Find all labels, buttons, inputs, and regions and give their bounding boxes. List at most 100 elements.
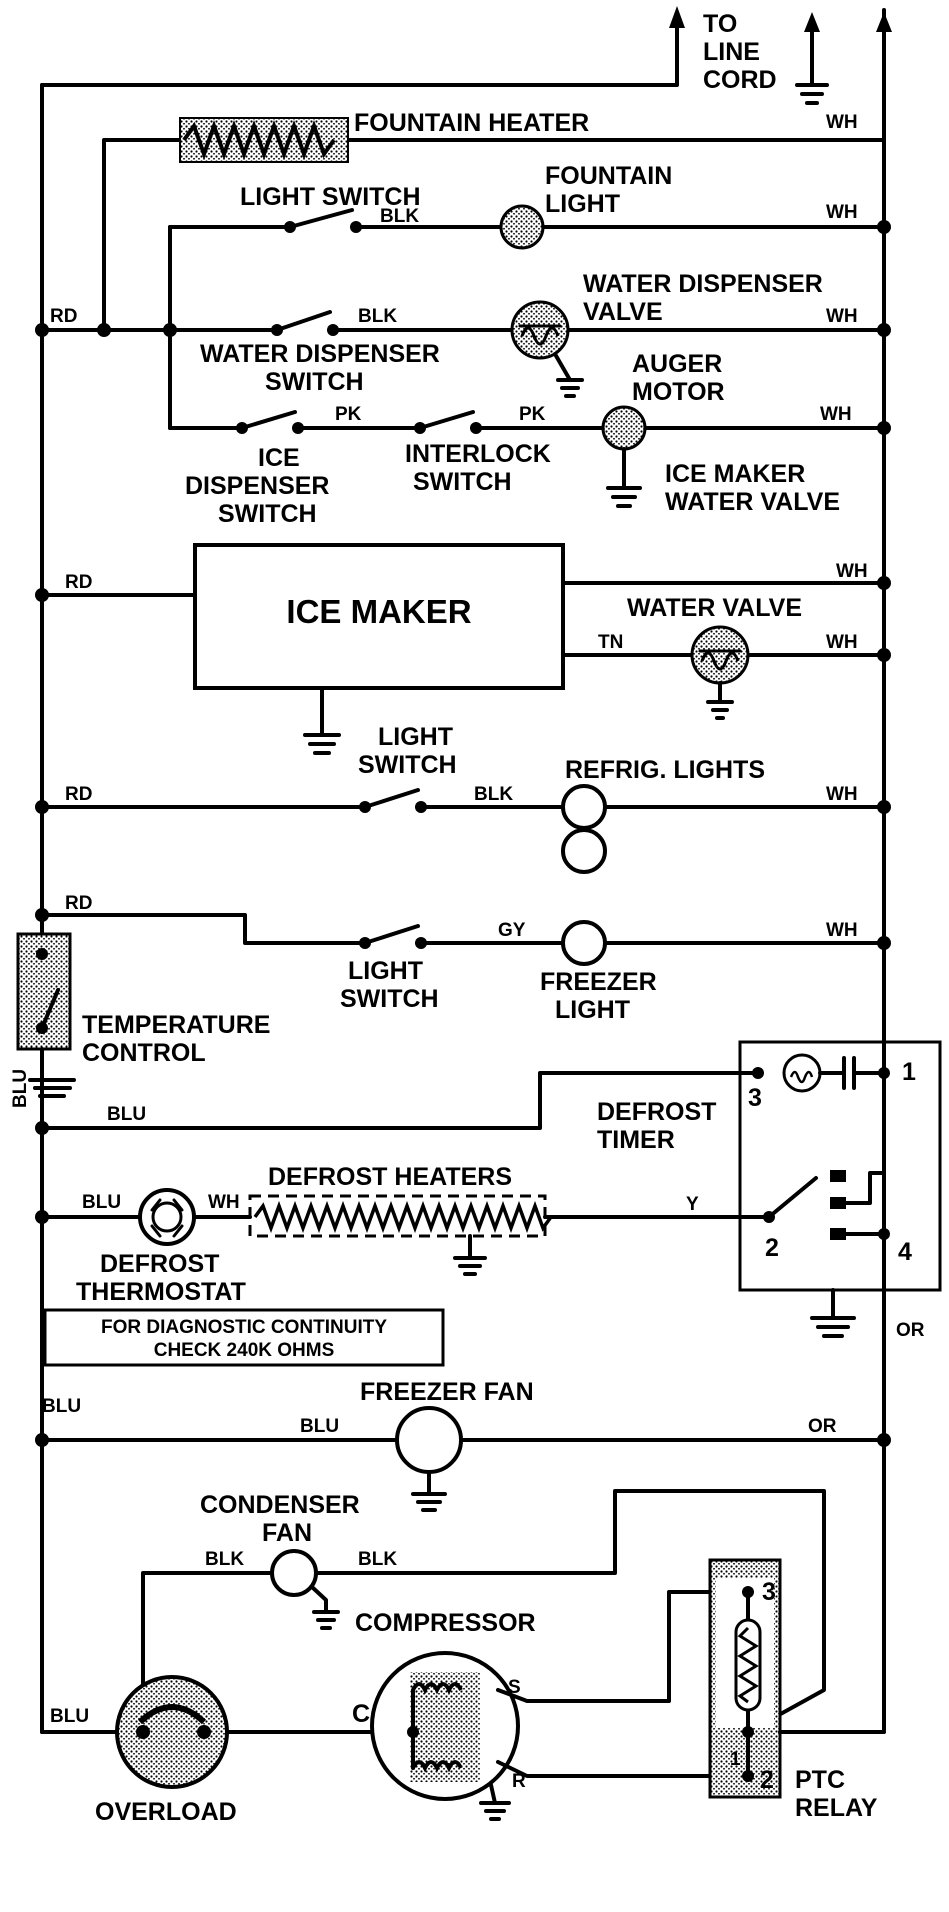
wire-label-rd-3: RD: [65, 784, 92, 805]
line-cord-label-cord: CORD: [703, 66, 777, 94]
compressor-run-wire: [496, 1760, 750, 1778]
wire-label-rd-2: RD: [65, 572, 92, 593]
ptc-relay-label-1: PTC: [795, 1766, 845, 1794]
defrost-heaters-label: DEFROST HEATERS: [268, 1163, 512, 1191]
wire-label-rd-1: RD: [50, 306, 77, 327]
wire-label-blk-fan-left: BLK: [205, 1549, 244, 1570]
light-switch-2: [359, 788, 427, 813]
defrost-timer-terminal-2: 2: [765, 1234, 779, 1262]
defrost-timer-label-2: TIMER: [597, 1126, 675, 1154]
water-dispenser-valve: [510, 300, 584, 398]
condenser-fan: [270, 1549, 340, 1630]
freezer-light-label-2: LIGHT: [555, 996, 630, 1024]
ptc-relay-terminal-3: 3: [762, 1578, 776, 1606]
line-cord-label-to: TO: [703, 10, 737, 38]
line-cord-ground-icon: [795, 26, 829, 105]
light-switch-1: [284, 208, 362, 233]
interlock-switch-label-2: SWITCH: [413, 468, 512, 496]
ice-maker-ground-icon: [303, 686, 341, 755]
defrost-timer-switch: [763, 1170, 890, 1338]
wire-label-wh-7: WH: [826, 784, 858, 805]
wire-label-wh-8: WH: [826, 920, 858, 941]
wire-label-wh-top: WH: [826, 112, 858, 133]
defrost-heaters: [248, 1194, 553, 1276]
interlock-switch-label-1: INTERLOCK: [405, 440, 551, 468]
wire-label-wh-thermostat: WH: [208, 1192, 240, 1213]
wire-label-blk-fan-right: BLK: [358, 1549, 397, 1570]
compressor: [370, 1651, 520, 1821]
light-switch-3: [359, 924, 427, 949]
ground-arrow-icon: [804, 12, 820, 32]
fountain-heater-wire: [102, 138, 886, 332]
line-cord-wire: [40, 18, 679, 87]
defrost-timer-label-1: DEFROST: [597, 1098, 716, 1126]
wire-label-blu-left: BLU: [42, 1396, 81, 1417]
defrost-timer-terminal-1: 1: [902, 1058, 916, 1086]
wire-label-blk-3: BLK: [474, 784, 513, 805]
wire-label-blk-1: BLK: [380, 206, 419, 227]
wire-label-blu-timer: BLU: [107, 1104, 146, 1125]
wire-label-wh-5: WH: [836, 561, 868, 582]
compressor-start-wire: [496, 1590, 750, 1703]
ice-dispenser-switch-label-3: SWITCH: [218, 500, 317, 528]
ptc-relay: [708, 1558, 782, 1799]
defrost-timer-terminal-4: 4: [898, 1238, 912, 1266]
diagnostic-note-line-1: FOR DIAGNOSTIC CONTINUITY: [101, 1317, 387, 1338]
defrost-thermostat: [138, 1188, 196, 1246]
fountain-light-label-2: LIGHT: [545, 190, 620, 218]
fountain-heater: [179, 117, 349, 163]
temperature-control: [16, 932, 76, 1098]
compressor-terminal-s: S: [508, 1677, 521, 1698]
line-cord-label-line: LINE: [703, 38, 760, 66]
wire-label-gy: GY: [498, 920, 526, 941]
compressor-terminal-r: R: [512, 1771, 526, 1792]
light-switch-1-label: LIGHT SWITCH: [240, 183, 421, 211]
neutral-arrow-icon: [876, 12, 892, 32]
defrost-thermostat-label-2: THERMOSTAT: [76, 1278, 246, 1306]
line-arrow-icon: [669, 6, 685, 28]
fountain-heater-label: FOUNTAIN HEATER: [354, 109, 589, 137]
ice-dispenser-switch-label-2: DISPENSER: [185, 472, 329, 500]
fountain-light-lamp: [499, 204, 545, 250]
water-dispenser-switch-label-2: SWITCH: [265, 368, 364, 396]
water-dispenser-switch: [271, 310, 339, 336]
ptc-relay-label-2: RELAY: [795, 1794, 878, 1822]
diagnostic-note-box: [43, 1308, 445, 1367]
ice-dispenser-switch-label-1: ICE: [258, 444, 300, 472]
temperature-control-label-2: CONTROL: [82, 1039, 206, 1067]
wire-label-y: Y: [686, 1194, 699, 1215]
wire-label-or-1: OR: [896, 1320, 925, 1341]
ice-maker-label: ICE MAKER: [286, 593, 471, 630]
light-switch-3-label-1: LIGHT: [348, 957, 423, 985]
overload-label: OVERLOAD: [95, 1798, 237, 1826]
refrig-lights-label: REFRIG. LIGHTS: [565, 756, 765, 784]
wire-label-wh-4: WH: [820, 404, 852, 425]
fountain-light-label-1: FOUNTAIN: [545, 162, 672, 190]
defrost-timer-motor: [752, 1053, 890, 1093]
wire-label-pk-2: PK: [519, 404, 546, 425]
condenser-fan-to-ptc-wire: [314, 1489, 826, 1734]
light-switch-3-label-2: SWITCH: [340, 985, 439, 1013]
ice-maker-water-valve-label-1: ICE MAKER: [665, 460, 805, 488]
overload: [115, 1675, 229, 1789]
light-switch-2-label-1: LIGHT: [378, 723, 453, 751]
freezer-fan: [395, 1406, 463, 1512]
auger-motor-label-1: AUGER: [632, 350, 722, 378]
water-dispenser-switch-label-1: WATER DISPENSER: [200, 340, 440, 368]
wire-label-pk-1: PK: [335, 404, 362, 425]
compressor-label: COMPRESSOR: [355, 1609, 536, 1637]
wire-label-blu-thermostat: BLU: [82, 1192, 121, 1213]
wire-label-rd-4: RD: [65, 893, 92, 914]
temperature-control-label-1: TEMPERATURE: [82, 1011, 270, 1039]
interlock-switch: [414, 410, 482, 434]
diagnostic-note-line-2: CHECK 240K OHMS: [154, 1340, 335, 1361]
auger-motor: [601, 405, 647, 508]
wire-label-blu-vertical: BLU: [10, 1069, 31, 1108]
freezer-fan-label: FREEZER FAN: [360, 1378, 534, 1406]
wire-label-blu-fan: BLU: [300, 1416, 339, 1437]
wire-label-wh-2: WH: [826, 202, 858, 223]
defrost-timer-box: [738, 1040, 942, 1292]
water-dispenser-valve-label-2: VALVE: [583, 298, 663, 326]
defrost-timer-terminal-3: 3: [748, 1084, 762, 1112]
